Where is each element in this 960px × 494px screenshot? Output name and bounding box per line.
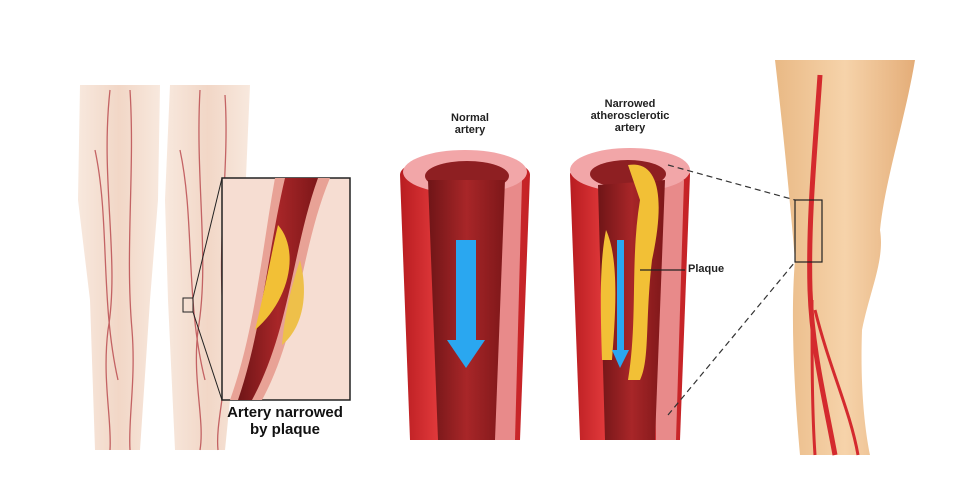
narrowed-artery-label: Narrowed atherosclerotic artery xyxy=(575,98,685,134)
narrowed-artery-tube xyxy=(570,148,690,440)
narrowed-label-line3: artery xyxy=(614,122,646,135)
inset-magnified-artery xyxy=(221,177,351,401)
normal-label-line2: artery xyxy=(454,124,486,137)
inset-caption-line1: Artery narrowed xyxy=(227,404,343,421)
normal-artery-label: Normal artery xyxy=(430,112,510,136)
flow-arrow-icon xyxy=(456,240,476,340)
plaque-label: Plaque xyxy=(688,263,725,275)
normal-artery-tube xyxy=(400,150,530,440)
narrowed-label-line2: atherosclerotic xyxy=(590,110,670,123)
right-leg-illustration xyxy=(667,60,915,456)
narrowed-label-line1: Narrowed xyxy=(604,98,656,110)
inset-caption: Artery narrowed by plaque xyxy=(215,404,355,438)
plaque-deposit xyxy=(628,164,659,380)
normal-label-line1: Normal xyxy=(451,112,489,124)
inset-caption-line2: by plaque xyxy=(249,420,320,438)
